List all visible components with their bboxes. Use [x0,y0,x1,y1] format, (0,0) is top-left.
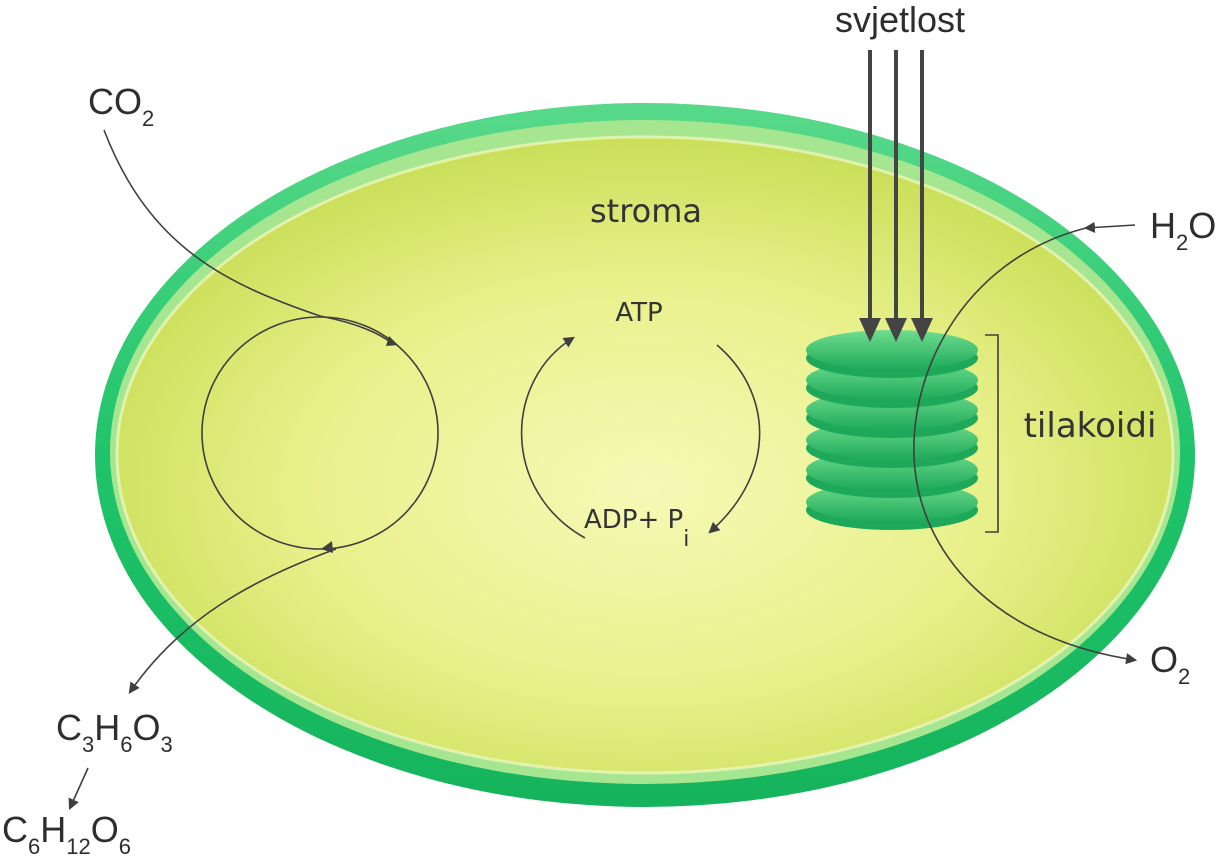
thylakoid-bracket [985,334,999,533]
light-arrowhead [859,318,881,342]
c6-label: C6H12O6 [2,809,131,859]
adp-label-sub: i [683,527,689,552]
h2o-input-arrow [1083,221,1136,234]
atp-arc-right [708,344,761,534]
c3-label: C3H6O3 [56,707,173,757]
c6-o: O [91,809,119,850]
light-arrowhead [885,318,907,342]
light-arrows [859,50,933,342]
c3-c: C [56,707,82,748]
c6-s1: 6 [28,834,40,859]
o2-main: O [1150,639,1178,680]
co2-sub: 2 [142,106,154,131]
atp-label: ATP [615,298,662,328]
c3-output-arrow [128,548,337,694]
co2-label: CO2 [88,81,154,131]
co2-main: CO [88,81,142,122]
thylakoid-disc [806,330,978,370]
c3-to-c6-arrow [68,767,89,811]
atp-arc-left [520,336,586,539]
c3-s3: 3 [161,732,173,757]
h2o-label: H2O [1150,205,1216,255]
light-label: svjetlost [835,0,965,40]
adp-label: ADP+ Pi [584,505,689,552]
calvin-cycle [201,316,439,553]
c3-s1: 3 [82,732,94,757]
calvin-arrowhead-bottom [321,541,333,553]
atp-adp-cycle [520,336,761,539]
stroma-region [117,137,1173,773]
o2-sub: 2 [1178,664,1190,689]
o2-label: O2 [1150,639,1190,689]
thylakoid-label: tilakoidi [1024,406,1157,446]
c3-s2: 6 [120,732,132,757]
adp-label-main: ADP+ P [584,505,683,535]
c6-h: H [40,809,66,850]
h2o-o: O [1188,205,1216,246]
c6-s3: 6 [119,834,131,859]
h2o-sub: 2 [1176,230,1188,255]
thylakoid-stack [806,330,978,530]
calvin-cycle-circle [201,316,439,550]
water-split-curve [913,227,1138,665]
inner-highlight [115,135,1175,775]
c3-h: H [94,707,120,748]
h2o-h: H [1150,205,1176,246]
co2-input-arrow [103,129,396,346]
stroma-label: stroma [590,192,702,230]
c3-o: O [133,707,161,748]
c6-s2: 12 [66,834,90,859]
light-arrowhead [911,318,933,342]
c6-c: C [2,809,28,850]
calvin-arrowhead-top [386,336,398,346]
